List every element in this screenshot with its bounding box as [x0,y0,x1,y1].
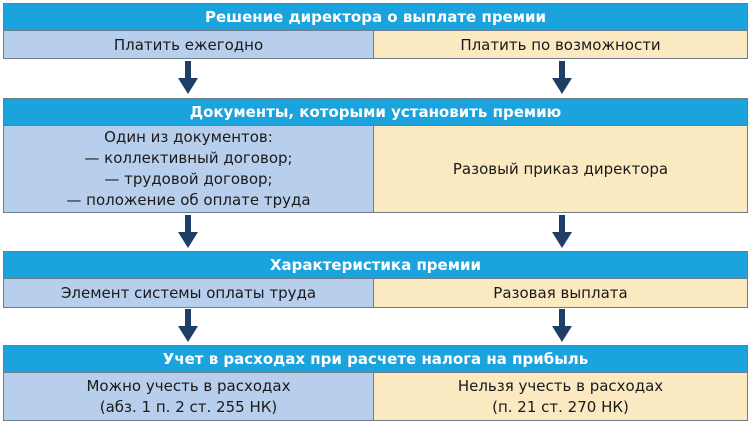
cell-text: Можно учесть в расходах [86,376,291,395]
cell-one-time-order: Разовый приказ директора [373,126,748,213]
cell-can-deduct: Можно учесть в расходах (абз. 1 п. 2 ст.… [3,373,374,421]
header-profit-tax-expenses: Учет в расходах при расчете налога на пр… [3,345,748,373]
cell-text: — коллективный договор; [84,149,293,167]
arrow-down-icon [552,309,572,343]
cell-text: Нельзя учесть в расходах [457,376,664,395]
cell-text: (абз. 1 п. 2 ст. 255 НК) [99,397,278,416]
arrow-down-icon [178,309,198,343]
cell-pay-system-element: Элемент системы оплаты труда [3,279,374,308]
cell-text: Один из документов: [104,128,273,146]
cell-pay-when-possible: Платить по возможности [373,31,748,59]
header-bonus-characteristics: Характеристика премии [3,251,748,279]
cell-text: — трудовой договор; [104,170,273,188]
cell-text: — положение об оплате труда [66,191,311,209]
header-documents: Документы, которыми установить премию [3,98,748,126]
header-bonus-decision: Решение директора о выплате премии [3,3,748,31]
arrow-down-icon [552,215,572,249]
cell-text: Платить ежегодно [113,35,264,54]
cell-pay-annually: Платить ежегодно [3,31,374,59]
cell-cannot-deduct: Нельзя учесть в расходах (п. 21 ст. 270 … [373,373,748,421]
cell-text: Разовая выплата [493,284,628,302]
cell-text: (п. 21 ст. 270 НК) [492,397,629,416]
arrow-down-icon [178,215,198,249]
cell-text: Разовый приказ директора [452,160,669,178]
cell-text: Элемент системы оплаты труда [60,284,317,302]
arrow-down-icon [178,61,198,95]
cell-one-time-payment: Разовая выплата [373,279,748,308]
cell-documents-list: Один из документов: — коллективный догов… [3,126,374,213]
cell-text: Платить по возможности [460,35,661,54]
arrow-down-icon [552,61,572,95]
